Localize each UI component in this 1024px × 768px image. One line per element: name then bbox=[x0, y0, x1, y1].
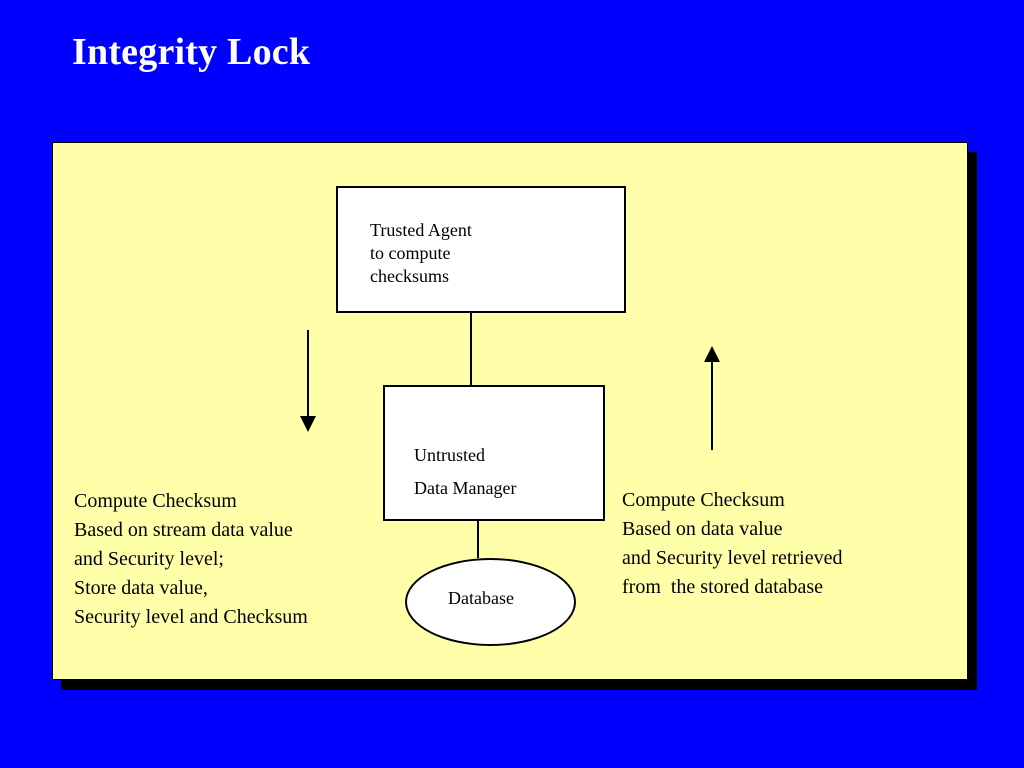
trusted-agent-label: Trusted Agent to compute checksums bbox=[370, 219, 472, 288]
down-arrow-icon bbox=[300, 330, 316, 432]
store-path-description: Compute Checksum Based on stream data va… bbox=[74, 487, 308, 632]
retrieve-path-line: Compute Checksum bbox=[622, 489, 785, 511]
retrieve-path-line: from the stored database bbox=[622, 576, 824, 598]
store-path-line: and Security level; bbox=[74, 548, 224, 570]
retrieve-path-line: Based on data value bbox=[622, 518, 783, 540]
slide-title: Integrity Lock bbox=[72, 31, 311, 73]
store-path-line: Based on stream data value bbox=[74, 519, 293, 541]
store-path-line: Store data value, bbox=[74, 577, 208, 599]
store-path-line: Security level and Checksum bbox=[74, 606, 308, 628]
data-manager-line: Untrusted bbox=[414, 445, 485, 465]
trusted-agent-line: to compute bbox=[370, 243, 451, 263]
trusted-agent-line: Trusted Agent bbox=[370, 220, 472, 240]
up-arrow-icon bbox=[704, 346, 720, 450]
data-manager-line: Data Manager bbox=[414, 478, 517, 498]
store-path-line: Compute Checksum bbox=[74, 490, 237, 512]
retrieve-path-description: Compute Checksum Based on data value and… bbox=[622, 486, 842, 602]
trusted-agent-box bbox=[336, 186, 626, 313]
trusted-agent-line: checksums bbox=[370, 266, 449, 286]
retrieve-path-line: and Security level retrieved bbox=[622, 547, 843, 569]
database-label: Database bbox=[448, 588, 514, 608]
data-manager-box bbox=[383, 385, 605, 521]
database-ellipse bbox=[405, 558, 576, 646]
